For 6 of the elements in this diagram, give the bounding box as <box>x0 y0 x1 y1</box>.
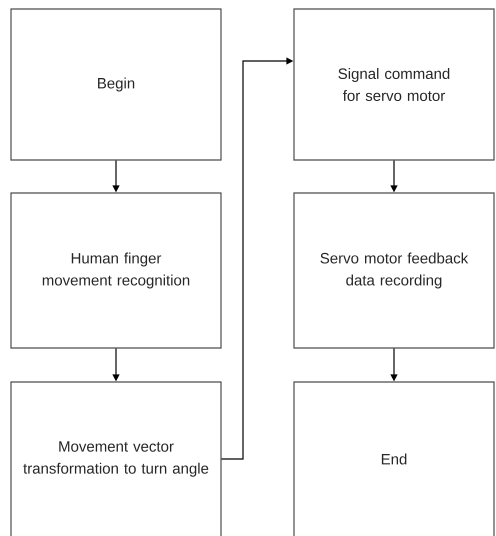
process-box: Human finger movement recognition <box>10 192 222 349</box>
process-box: Servo motor feedback data recording <box>293 192 495 349</box>
process-box: End <box>293 381 495 536</box>
process-box: Signal command for servo motor <box>293 8 495 161</box>
process-box: Movement vector transformation to turn angle <box>10 381 222 536</box>
process-box: Begin <box>10 8 222 161</box>
